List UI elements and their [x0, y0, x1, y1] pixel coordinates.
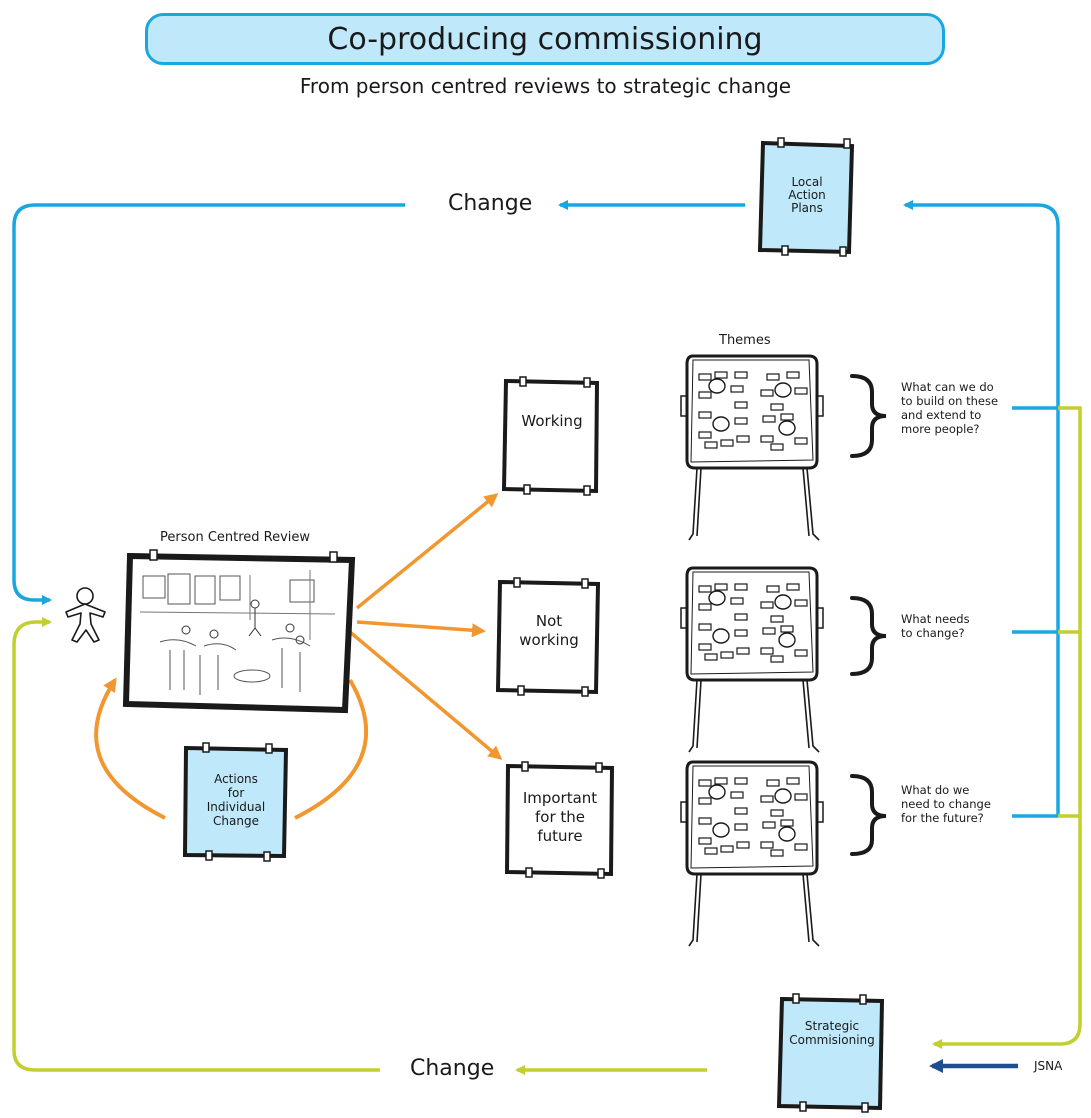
themes-label: Themes: [719, 333, 771, 348]
working-card: [501, 376, 600, 496]
strategic-commissioning-label: Strategic Commisioning: [789, 1019, 875, 1047]
blue-feedback-loop: [12, 200, 1060, 818]
green-feedback-loop: [12, 406, 1082, 1075]
title-text: Co-producing commissioning: [327, 21, 763, 57]
person-icon: [65, 587, 106, 643]
working-label: Working: [521, 412, 583, 430]
strategic-commissioning-card: [776, 993, 885, 1113]
local-action-plans-label: Local Action Plans: [788, 175, 826, 215]
not-working-card: [495, 577, 601, 697]
question-3: What do we need to change for the future…: [901, 783, 991, 825]
not-working-label: Not working: [519, 612, 579, 649]
local-action-plans-card: [757, 137, 855, 257]
themes-board-2: [681, 568, 823, 752]
actions-individual-change-card: [182, 742, 289, 862]
person-centred-review-label: Person Centred Review: [160, 530, 311, 545]
themes-board-3: [681, 762, 823, 946]
diagram-subtitle: From person centred reviews to strategic…: [299, 74, 792, 98]
curly-braces: [850, 374, 887, 856]
important-card: [504, 761, 615, 879]
important-label: Important for the future: [522, 789, 598, 845]
change-label-bottom: Change: [410, 1056, 495, 1081]
change-label-top: Change: [448, 191, 533, 216]
themes-board-1: [681, 356, 823, 540]
jsna-label: JSNA: [1034, 1059, 1063, 1073]
actions-individual-change-label: Actions for Individual Change: [206, 772, 266, 828]
person-centred-review-picture: [122, 549, 356, 714]
diagram-title: Co-producing commissioning: [145, 13, 945, 65]
question-1: What can we do to build on these and ext…: [901, 380, 999, 436]
question-2: What needs to change?: [901, 612, 970, 640]
orange-arrows: [94, 493, 503, 820]
